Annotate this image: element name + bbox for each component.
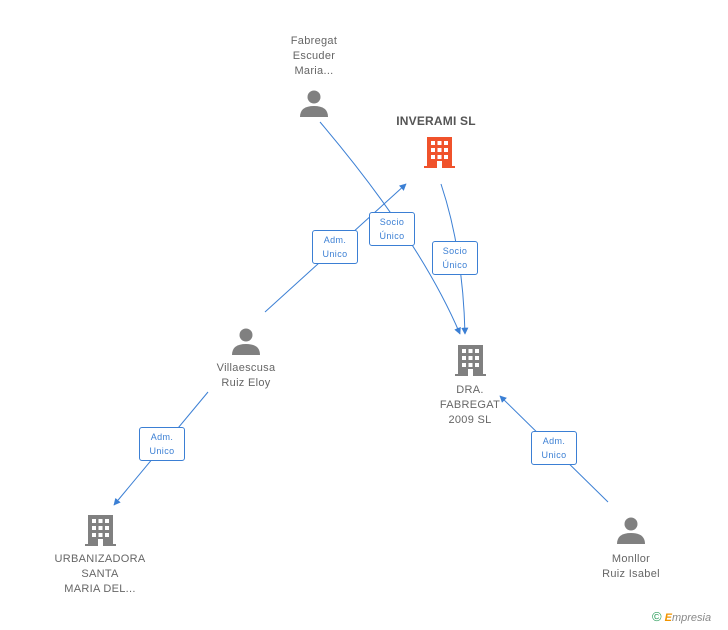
relation-label-socio-unico: Socio Único <box>369 212 415 246</box>
person-icon[interactable] <box>617 517 645 545</box>
node-label-monllor[interactable]: Monllor Ruiz Isabel <box>602 553 660 580</box>
node-label-dra-fabregat[interactable]: DRA. FABREGAT 2009 SL <box>439 384 501 426</box>
brand-initial: E <box>664 612 672 624</box>
node-label-villaescusa[interactable]: Villaescusa Ruiz Eloy <box>216 362 276 389</box>
relation-label-adm-unico: Adm. Unico <box>139 427 185 461</box>
brand-name: mpresia <box>671 612 712 624</box>
node-label-urbanizadora[interactable]: URBANIZADORA SANTA MARIA DEL... <box>54 553 146 595</box>
relation-label-adm-unico: Adm. Unico <box>531 431 577 465</box>
copyright-icon: © <box>652 609 662 624</box>
building-icon-focus[interactable] <box>424 137 455 168</box>
relation-label-socio-unico: Socio Único <box>432 241 478 275</box>
person-icon[interactable] <box>300 90 328 118</box>
building-icon[interactable] <box>455 345 486 376</box>
relation-label-adm-unico: Adm. Unico <box>312 230 358 264</box>
node-label-inverami[interactable]: INVERAMI SL <box>396 114 476 128</box>
person-icon[interactable] <box>232 328 260 356</box>
building-icon[interactable] <box>85 515 116 546</box>
node-label-fabregat-escuder[interactable]: Fabregat Escuder Maria... <box>290 35 338 77</box>
empresia-watermark: ©Empresia <box>652 609 711 624</box>
